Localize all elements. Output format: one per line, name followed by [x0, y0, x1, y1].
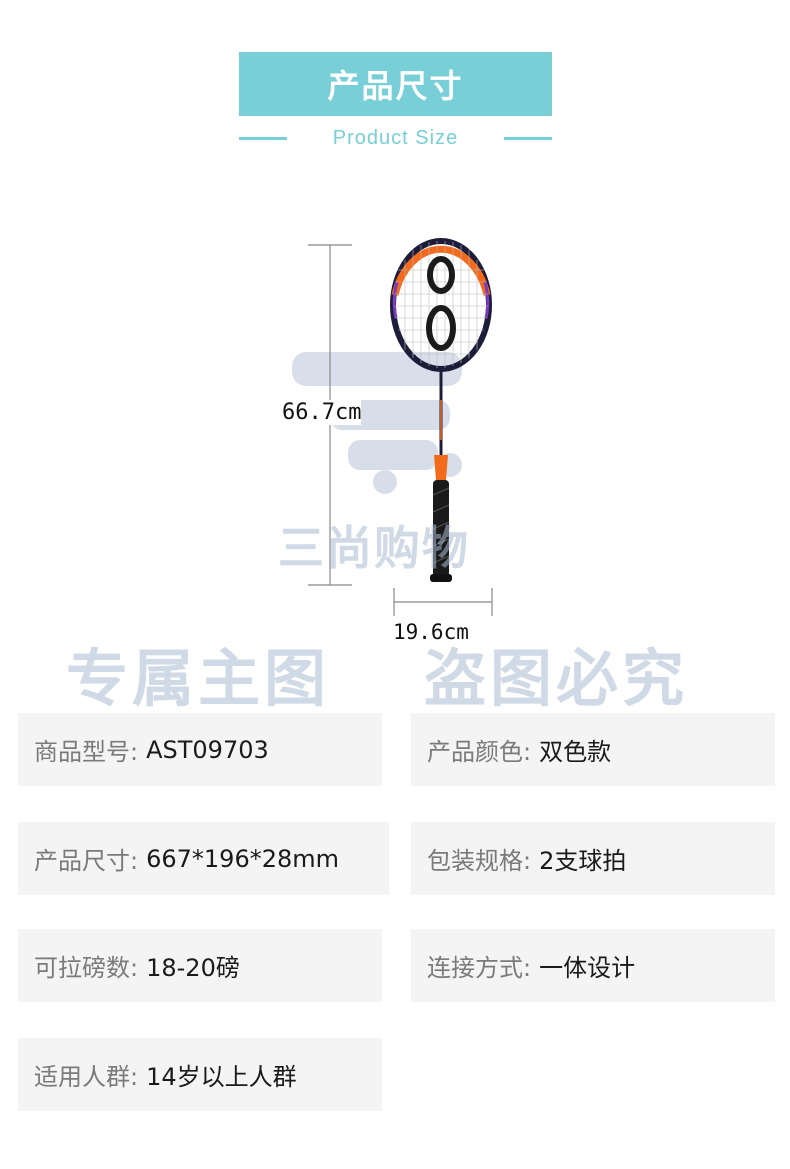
- spec-value: 双色款: [539, 738, 612, 766]
- spec-card-audience: 适用人群: 14岁以上人群: [18, 1038, 382, 1111]
- racket-shaft: [434, 369, 448, 480]
- height-dimension-label: 66.7cm: [282, 400, 362, 425]
- spec-label: 商品型号:: [34, 738, 139, 766]
- string-logo-icon: [426, 256, 456, 351]
- spec-value: 14岁以上人群: [146, 1063, 297, 1091]
- spec-card-package: 包装规格: 2支球拍: [411, 822, 775, 895]
- product-image-area: 三尚购物 66.7cm 19.6cm 专属主图 盗图必究: [0, 200, 790, 715]
- subtitle-divider-left: [239, 137, 287, 140]
- racket-handle: [430, 480, 452, 582]
- watermark-exclusive-text: 专属主图: [66, 642, 331, 715]
- spec-card-model: 商品型号: AST09703: [18, 713, 382, 786]
- spec-label: 适用人群:: [34, 1063, 139, 1091]
- spec-label: 产品颜色:: [427, 738, 532, 766]
- spec-label: 可拉磅数:: [34, 954, 139, 982]
- width-dimension-line: [393, 588, 493, 616]
- page-title: 产品尺寸: [327, 67, 464, 105]
- spec-value: 18-20磅: [146, 954, 240, 982]
- watermark-antitheft-text: 盗图必究: [424, 642, 689, 715]
- spec-value: AST09703: [146, 735, 269, 764]
- spec-card-size: 产品尺寸: 667*196*28mm: [18, 822, 389, 895]
- subtitle-row: Product Size: [239, 125, 552, 153]
- spec-card-tension: 可拉磅数: 18-20磅: [18, 929, 382, 1002]
- subtitle-divider-right: [504, 137, 552, 140]
- racket-head: [390, 238, 492, 372]
- spec-value: 一体设计: [539, 954, 636, 982]
- spec-label: 包装规格:: [427, 847, 532, 875]
- width-dimension-label: 19.6cm: [393, 620, 469, 644]
- watermark-store-name: 三尚购物: [278, 521, 470, 575]
- racket-illustration: [292, 238, 493, 616]
- spec-label: 连接方式:: [427, 954, 532, 982]
- spec-card-color: 产品颜色: 双色款: [411, 713, 775, 786]
- spec-value: 667*196*28mm: [146, 844, 340, 873]
- spec-card-connection: 连接方式: 一体设计: [411, 929, 775, 1002]
- spec-value: 2支球拍: [539, 847, 627, 875]
- page-subtitle: Product Size: [332, 127, 459, 149]
- title-banner: 产品尺寸: [239, 52, 552, 116]
- spec-label: 产品尺寸:: [34, 847, 139, 875]
